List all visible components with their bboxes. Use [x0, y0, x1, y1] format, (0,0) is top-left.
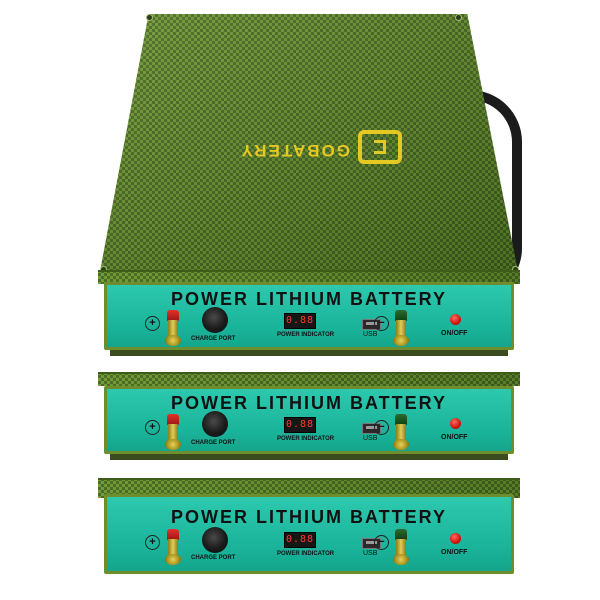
positive-symbol: +: [145, 535, 160, 550]
panel-title: POWER LITHIUM BATTERY: [171, 393, 447, 413]
charge-port[interactable]: [202, 307, 228, 333]
power-indicator-label: POWER INDICATOR: [277, 332, 335, 338]
front-panel: POWER LITHIUM BATTERY + CHARGE PORT 0.88…: [104, 386, 514, 454]
power-display: 0.88: [284, 417, 316, 433]
positive-terminal[interactable]: [165, 310, 181, 346]
positive-terminal[interactable]: [165, 414, 181, 450]
usb-label: USB: [363, 550, 378, 557]
panel-title: POWER LITHIUM BATTERY: [171, 289, 447, 309]
front-panel: POWER LITHIUM BATTERY + CHARGE PORT 0.88…: [104, 282, 514, 350]
positive-symbol: +: [145, 316, 160, 331]
negative-terminal[interactable]: [393, 310, 409, 346]
power-display: 0.88: [284, 532, 316, 548]
rivet: [455, 14, 462, 21]
negative-symbol: −: [374, 316, 389, 331]
front-panel: POWER LITHIUM BATTERY + CHARGE PORT 0.88…: [104, 494, 514, 574]
top-lid: [98, 14, 520, 282]
rivet: [146, 14, 153, 21]
power-display: 0.88: [284, 313, 316, 329]
power-button[interactable]: [450, 314, 461, 325]
power-indicator-label: POWER INDICATOR: [277, 436, 335, 442]
power-button-label: ON/OFF: [441, 330, 468, 337]
charge-port[interactable]: [202, 527, 228, 553]
usb-label: USB: [363, 435, 378, 442]
power-button[interactable]: [450, 533, 461, 544]
power-button[interactable]: [450, 418, 461, 429]
negative-terminal[interactable]: [393, 414, 409, 450]
negative-symbol: −: [374, 535, 389, 550]
charge-port-label: CHARGE PORT: [191, 440, 236, 446]
battery-module-3: POWER LITHIUM BATTERY + CHARGE PORT 0.88…: [98, 478, 520, 588]
power-indicator-label: POWER INDICATOR: [277, 551, 335, 557]
positive-symbol: +: [145, 420, 160, 435]
charge-port-label: CHARGE PORT: [191, 336, 236, 342]
brand-logo-text: GOBATERY: [239, 141, 350, 160]
power-button-label: ON/OFF: [441, 549, 468, 556]
battery-module-1: POWER LITHIUM BATTERY + CHARGE PORT 0.88…: [98, 270, 520, 362]
usb-label: USB: [363, 331, 378, 338]
negative-symbol: −: [374, 420, 389, 435]
brand-mark-icon: [358, 130, 402, 164]
battery-module-2: POWER LITHIUM BATTERY + CHARGE PORT 0.88…: [98, 372, 520, 464]
negative-terminal[interactable]: [393, 529, 409, 565]
power-button-label: ON/OFF: [441, 434, 468, 441]
charge-port[interactable]: [202, 411, 228, 437]
positive-terminal[interactable]: [165, 529, 181, 565]
charge-port-label: CHARGE PORT: [191, 555, 236, 561]
brand-logo: GOBATERY: [222, 120, 402, 170]
panel-title: POWER LITHIUM BATTERY: [171, 507, 447, 527]
